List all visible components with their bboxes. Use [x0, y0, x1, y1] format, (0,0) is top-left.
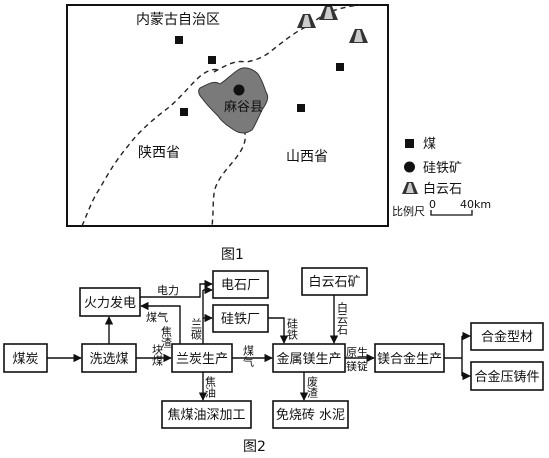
legend-dolomite-label: 白云石	[423, 181, 462, 197]
scale-bar	[430, 210, 473, 216]
node-brick-cement: 免烧砖 水泥	[276, 408, 345, 423]
legend-coal-label: 煤	[423, 137, 436, 152]
legend-coal-icon	[405, 139, 414, 148]
node-semi-coke: 兰炭生产	[176, 352, 228, 367]
map-legend: 煤 硅铁矿 白云石 比例尺 0 40km	[392, 137, 491, 218]
coal-marker	[336, 63, 344, 71]
legend-ferrosilicon-label: 硅铁矿	[423, 161, 462, 176]
node-thermal-power: 火力发电	[84, 295, 136, 311]
boundary-shaanxi-shanxi	[211, 129, 246, 227]
edge-label-tar: 焦油	[204, 376, 217, 398]
legend-dolomite-icon	[402, 182, 418, 194]
dolomite-marker	[319, 6, 338, 20]
coal-marker	[180, 108, 188, 116]
edge-label-waste-slag: 废渣	[306, 375, 319, 398]
coal-marker	[297, 104, 305, 112]
node-tar-processing: 焦煤油深加工	[167, 408, 245, 423]
county-area	[198, 67, 269, 134]
node-coal: 煤炭	[12, 352, 38, 367]
node-alloy-profile: 合金型材	[481, 329, 533, 345]
county-label: 麻谷县	[224, 100, 263, 115]
map-figure: 麻谷县 内蒙古自治区 陕西省 山西省	[66, 4, 389, 227]
edge-label-semi-coke: 兰碳	[190, 318, 203, 341]
arrow-ferrosilicon-to-magnesium	[268, 317, 289, 344]
edge-label-raw-mg-ingot: 原生镁锭	[346, 345, 368, 373]
edge-label-gas-to-power: 煤气	[146, 310, 168, 324]
coal-marker	[208, 56, 216, 64]
edge-label-ferrosilicon: 硅铁	[286, 318, 299, 340]
figure1-caption: 图1	[221, 247, 244, 263]
edge-label-lump-coal: 块煤	[151, 344, 164, 367]
node-calcium-carbide: 电石厂	[221, 278, 260, 293]
scale-distance: 40km	[460, 198, 491, 211]
edge-label-slag: 焦渣	[160, 326, 173, 348]
edge-label-gas-to-mg: 煤气	[242, 345, 255, 367]
edge-label-dolomite: 白云石	[336, 301, 349, 335]
edge-label-electricity: 电力	[157, 284, 179, 297]
node-washing: 洗选煤	[89, 352, 128, 367]
node-dolomite-mine: 白云石矿	[308, 274, 360, 290]
figure2-caption: 图2	[243, 439, 266, 455]
legend-ferrosilicon-icon	[404, 161, 415, 173]
region-label-shanxi: 山西省	[286, 149, 328, 165]
region-label-inner-mongolia: 内蒙古自治区	[136, 12, 220, 28]
node-alloy-casting: 合金压铸件	[474, 369, 539, 385]
boundary-inner-mongolia-west	[81, 68, 219, 227]
arrow-power-to-carbide	[140, 279, 213, 298]
flow-diagram: 煤炭 洗选煤 火力发电 电石厂 硅铁厂 白云石矿 兰炭生产 金属镁生产 镁合金生…	[3, 267, 544, 429]
coal-marker	[175, 36, 183, 44]
node-ferrosilicon-plant: 硅铁厂	[221, 312, 260, 327]
scale-zero: 0	[429, 198, 436, 211]
node-magnesium: 金属镁生产	[276, 351, 341, 367]
ferrosilicon-mine-marker	[233, 84, 245, 96]
node-mg-alloy: 镁合金生产	[377, 351, 442, 367]
region-label-shaanxi: 陕西省	[138, 145, 180, 161]
arrow-semicoke-gas-to-power	[140, 301, 181, 344]
scale-label: 比例尺	[392, 204, 425, 218]
dolomite-marker	[297, 14, 316, 28]
dolomite-marker	[349, 29, 368, 43]
